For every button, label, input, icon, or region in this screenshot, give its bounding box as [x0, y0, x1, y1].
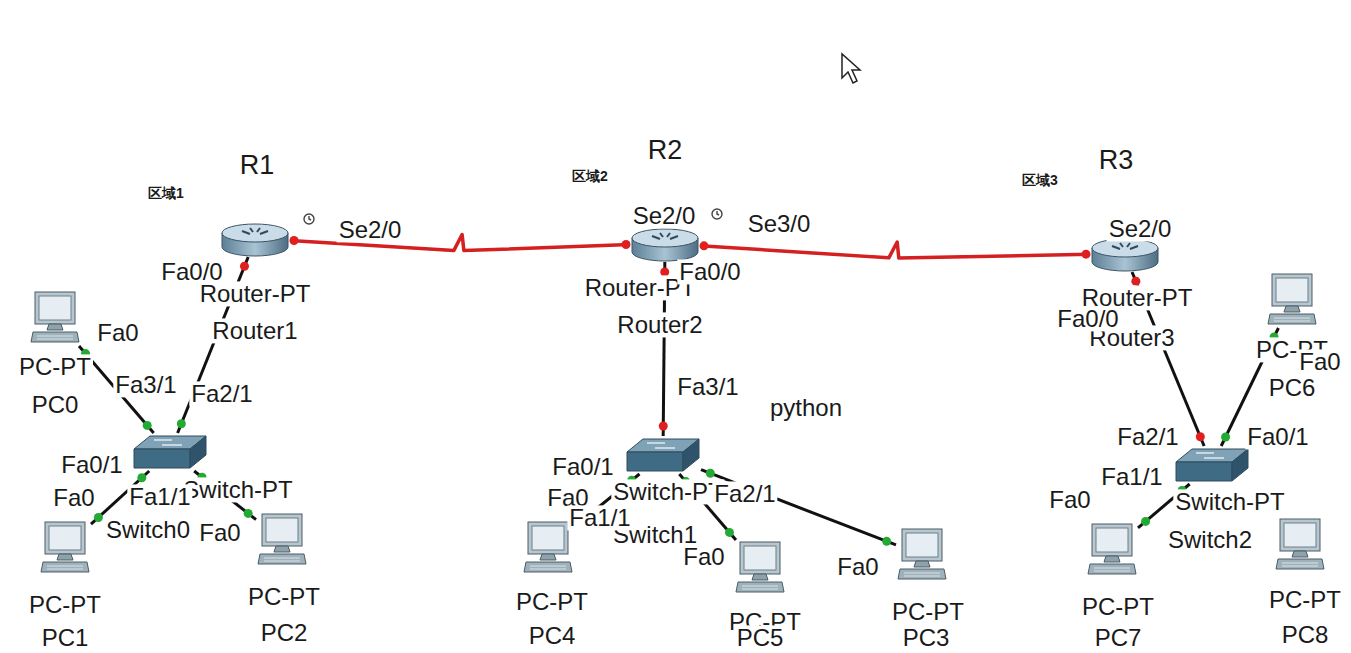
router-tag: R1 — [238, 151, 277, 179]
port-label: Se2/0 — [1107, 216, 1174, 241]
pc-device: PC-PTPC6 — [1266, 272, 1318, 328]
port-label: Se2/0 — [337, 217, 404, 242]
device-name: Router2 — [615, 312, 704, 337]
pc-icon — [734, 540, 786, 596]
router-tag: R3 — [1097, 146, 1136, 174]
device-model: PC-PT — [1080, 594, 1156, 619]
port-label: Fa0/1 — [550, 454, 615, 479]
pc-icon — [1266, 272, 1318, 328]
router-device: Router-PTRouter3 — [1090, 238, 1160, 272]
pc-device: PC-PTPC1 — [39, 520, 91, 576]
device-model: PC-PT — [514, 589, 590, 614]
switch-device: Switch-PTSwitch0 — [132, 433, 208, 471]
area-label: 区域2 — [570, 169, 610, 184]
device-name: Switch2 — [1166, 527, 1254, 552]
device-name: PC2 — [259, 620, 310, 645]
pc-icon — [1274, 517, 1326, 573]
device-model: PC-PT — [246, 584, 322, 609]
pc-icon — [39, 520, 91, 576]
router-device: Router-PTRouter1 — [220, 223, 290, 257]
router-device: Router-PTRouter2 — [630, 228, 700, 262]
pc-icon — [256, 512, 308, 568]
pc-device: PC-PTPC7 — [1086, 522, 1138, 578]
router-icon — [1090, 238, 1160, 272]
device-name: PC0 — [30, 392, 81, 417]
device-name: PC8 — [1280, 622, 1331, 647]
router-tag: R2 — [646, 136, 685, 164]
pc-icon — [29, 290, 81, 346]
device-name: PC3 — [901, 626, 952, 651]
device-name: PC6 — [1267, 375, 1318, 400]
serial-link — [699, 241, 1090, 258]
port-label: Fa0/0 — [1055, 306, 1120, 331]
port-label: Fa0/1 — [1245, 424, 1310, 449]
port-label: Fa0/1 — [59, 452, 124, 477]
mouse-cursor — [842, 54, 860, 83]
port-label: Se3/0 — [746, 211, 813, 236]
pc-device: PC-PTPC5 — [734, 540, 786, 596]
port-label: Fa0 — [681, 544, 726, 569]
port-label: Fa2/1 — [1115, 424, 1180, 449]
switch-icon — [625, 436, 701, 474]
switch-device: Switch-PTSwitch1 — [625, 436, 701, 474]
port-label: python — [768, 395, 844, 420]
port-label: Fa0 — [197, 520, 242, 545]
device-model: PC-PT — [1267, 587, 1343, 612]
pc-device: PC-PTPC8 — [1274, 517, 1326, 573]
port-label: Fa0 — [1297, 349, 1342, 374]
switch-icon — [1174, 446, 1250, 484]
device-name: Switch0 — [104, 517, 192, 542]
switch-device: Switch-PTSwitch2 — [1174, 446, 1250, 484]
area-label: 区域3 — [1020, 173, 1060, 188]
switch-icon — [132, 433, 208, 471]
port-label: Fa2/1 — [712, 481, 777, 506]
port-label: Se2/0 — [631, 203, 698, 228]
device-name: PC1 — [40, 626, 91, 651]
router-icon — [630, 228, 700, 262]
port-label: Fa3/1 — [113, 372, 178, 397]
pc-device: PC-PTPC3 — [896, 527, 948, 583]
device-name: PC4 — [527, 623, 578, 648]
device-model: Router-PT — [198, 281, 313, 306]
port-label: Fa0 — [51, 485, 96, 510]
device-name: PC7 — [1093, 626, 1144, 651]
device-name: Router1 — [210, 318, 299, 343]
port-label: Fa0 — [1047, 487, 1092, 512]
device-model: PC-PT — [890, 599, 966, 624]
device-model: Switch-PT — [181, 477, 294, 502]
pc-device: PC-PTPC2 — [256, 512, 308, 568]
pc-device: PC-PTPC0 — [29, 290, 81, 346]
port-label: Fa0 — [835, 554, 880, 579]
port-label: Fa1/1 — [127, 484, 192, 509]
device-model: Switch-PT — [611, 479, 724, 504]
port-label: Fa3/1 — [675, 374, 740, 399]
port-label: Fa0/0 — [677, 259, 742, 284]
pc-icon — [522, 520, 574, 576]
pc-device: PC-PTPC4 — [522, 520, 574, 576]
port-label: Fa1/1 — [567, 505, 632, 530]
port-label: Fa0 — [95, 320, 140, 345]
device-model: Switch-PT — [1173, 489, 1286, 514]
port-label: Fa0/0 — [159, 259, 224, 284]
blank-panel — [470, 0, 1351, 100]
device-model: PC-PT — [27, 592, 103, 617]
router-icon — [220, 223, 290, 257]
area-label: 区域1 — [146, 186, 186, 201]
pc-icon — [1086, 522, 1138, 578]
ethernet-link — [701, 469, 896, 546]
port-label: Fa2/1 — [189, 381, 254, 406]
port-label: Fa1/1 — [1099, 464, 1164, 489]
device-model: PC-PT — [17, 354, 93, 379]
device-name: PC5 — [735, 626, 786, 651]
pc-icon — [896, 527, 948, 583]
